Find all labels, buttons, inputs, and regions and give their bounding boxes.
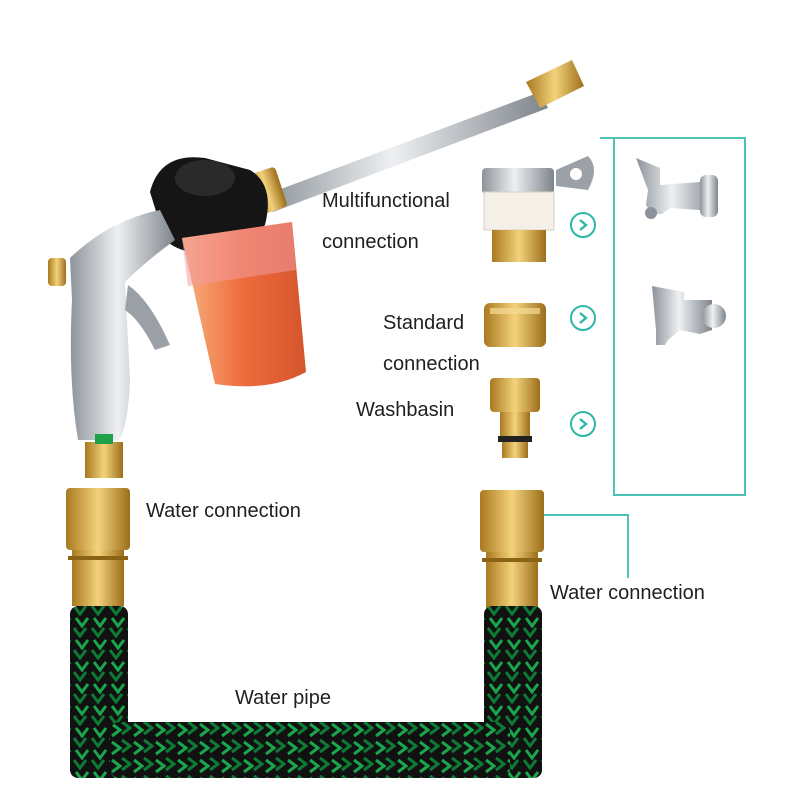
standard-label-line2: connection (383, 353, 480, 375)
brass-connector-icon (480, 490, 544, 608)
spray-gun-icon (48, 60, 584, 478)
multifunctional-adapter-icon (482, 156, 594, 262)
faucet-bracket (540, 137, 746, 578)
brass-connector-icon (66, 488, 130, 606)
washbasin-adapter-icon (490, 378, 540, 458)
chevron-right-icon (570, 212, 596, 238)
standard-adapter-icon (484, 303, 546, 347)
faucet-icon (636, 158, 718, 219)
hose-icon (70, 606, 542, 778)
standard-label: Standard (383, 312, 465, 334)
water-connection-left-label: Water connection (146, 500, 301, 522)
water-pipe-label: Water pipe (235, 687, 331, 709)
multifunctional-label: Multifunctional (322, 190, 450, 212)
faucet-icon (652, 286, 726, 345)
washbasin-label: Washbasin (356, 399, 455, 421)
water-connection-right-label: Water connection (550, 580, 705, 606)
multifunctional-label-line2: connection (322, 231, 419, 253)
chevron-right-icon (570, 411, 596, 437)
chevron-right-icon (570, 305, 596, 331)
